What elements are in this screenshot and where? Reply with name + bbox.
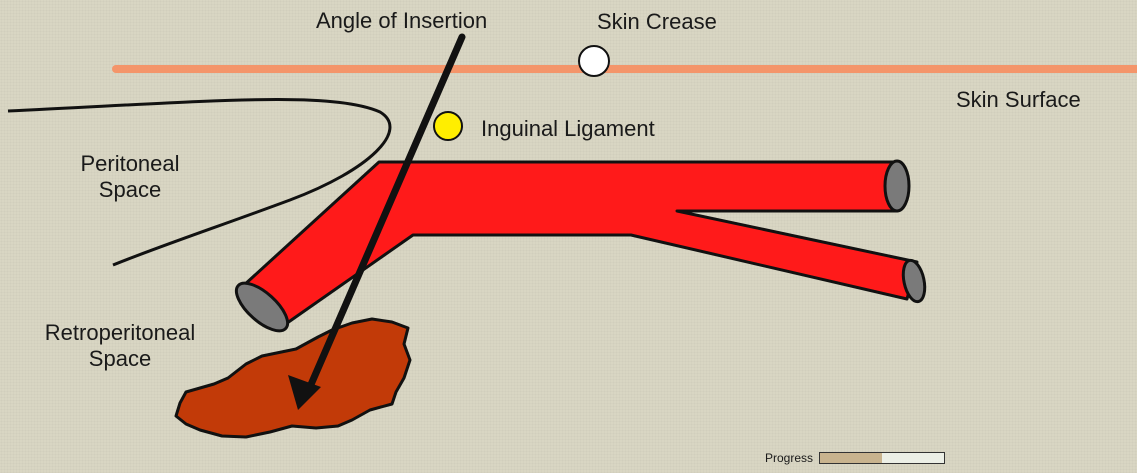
angle-of-insertion-label: Angle of Insertion	[316, 8, 487, 34]
skin-crease-label: Skin Crease	[597, 9, 717, 35]
progress-label: Progress	[765, 451, 813, 465]
inguinal-ligament-marker	[434, 112, 462, 140]
femoral-artery	[229, 161, 928, 339]
peritoneal-label-line1: Peritoneal	[62, 151, 198, 177]
skin-crease-marker	[579, 46, 609, 76]
inguinal-ligament-label: Inguinal Ligament	[481, 116, 655, 142]
retroperitoneal-label-line1: Retroperitoneal	[22, 320, 218, 346]
retroperitoneal-label-line2: Space	[22, 346, 218, 372]
peritoneal-space-label: Peritoneal Space	[62, 151, 198, 203]
progress-indicator: Progress	[765, 449, 945, 467]
progress-fill	[820, 453, 882, 463]
skin-surface-label: Skin Surface	[956, 87, 1081, 113]
peritoneal-label-line2: Space	[62, 177, 198, 203]
retroperitoneal-space-label: Retroperitoneal Space	[22, 320, 218, 372]
vessel-end-upper	[885, 161, 909, 211]
progress-bar	[819, 452, 945, 464]
